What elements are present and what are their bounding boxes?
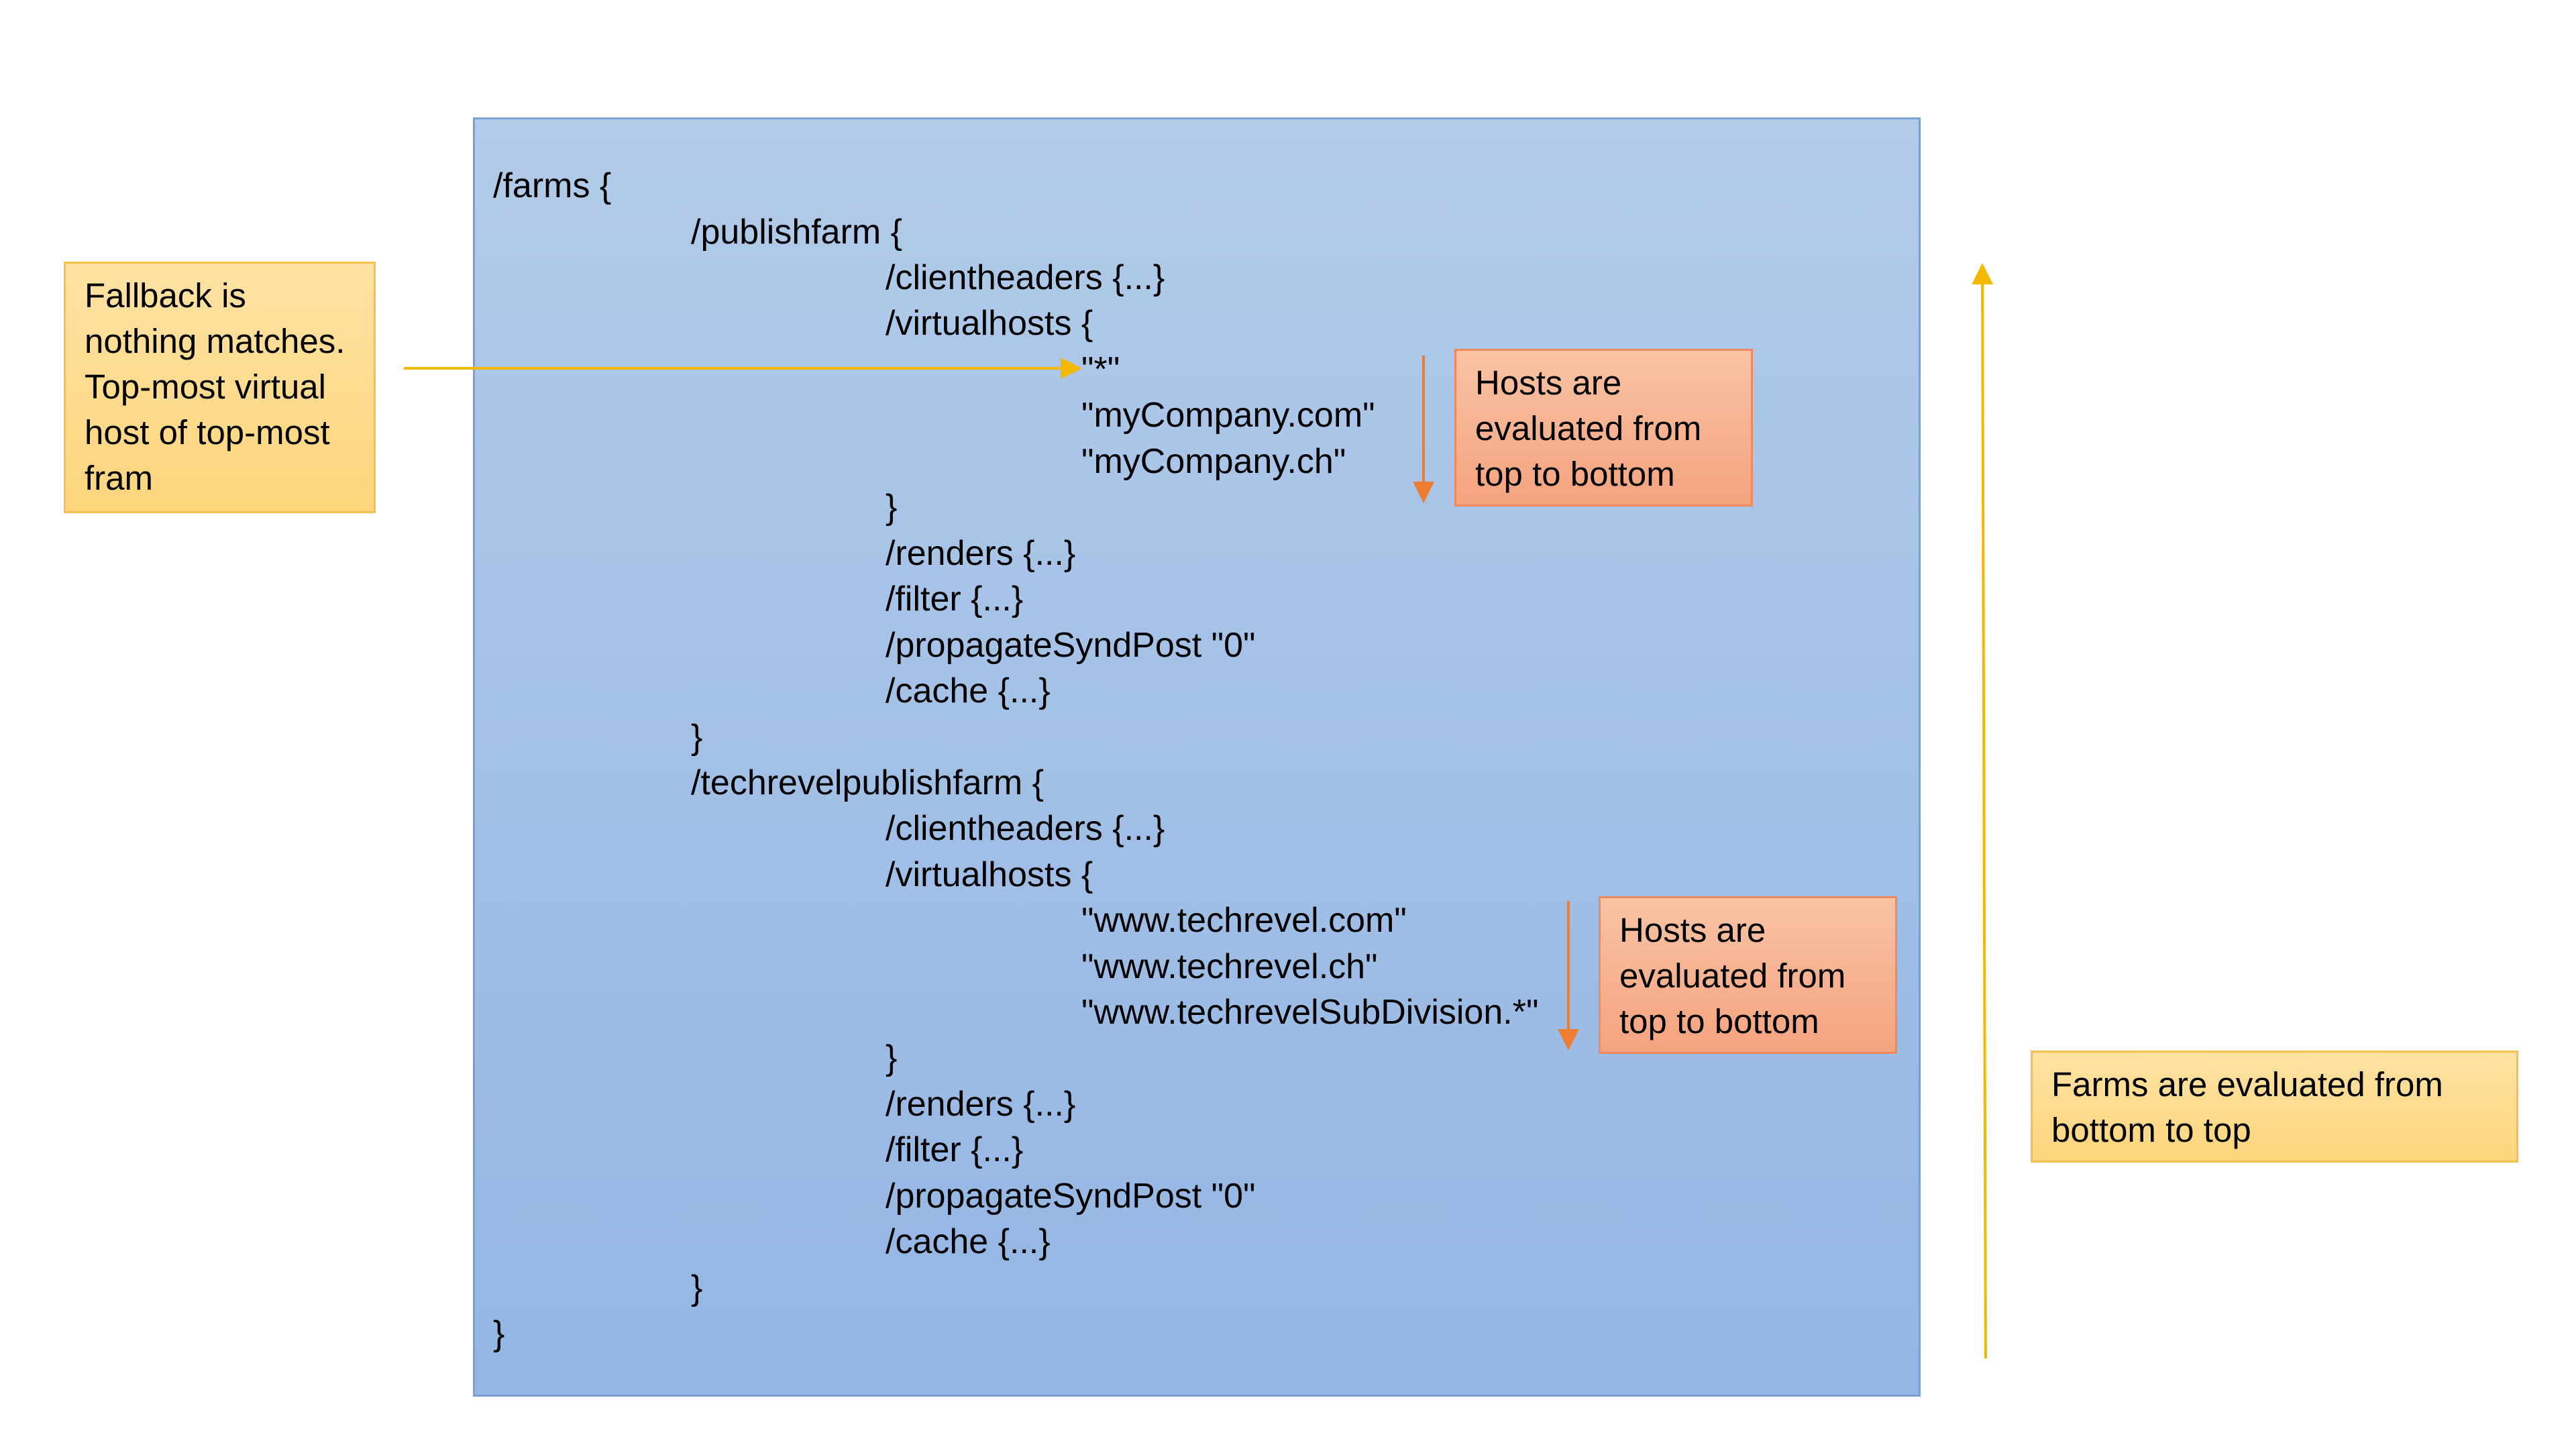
hosts-order-note-2-line-2: evaluated from: [1619, 957, 1846, 995]
fallback-note: Fallback is nothing matches. Top-most vi…: [64, 262, 376, 513]
fallback-note-line-5: fram: [85, 459, 153, 497]
code-line-filter-2: /filter {...}: [885, 1130, 1024, 1169]
code-line-techrevelpublishfarm-open: /techrevelpublishfarm {: [691, 763, 1044, 802]
code-line-host-mycompany-com: "myCompany.com": [1081, 396, 1375, 435]
hosts-order-note-1-line-3: top to bottom: [1475, 455, 1675, 493]
code-line-cache: /cache {...}: [885, 672, 1051, 710]
code-line-host-mycompany-ch: "myCompany.ch": [1081, 442, 1346, 481]
code-line-host-techrevel-subdivision: "www.techrevelSubDivision.*": [1081, 993, 1539, 1032]
code-line-clientheaders-2: /clientheaders {...}: [885, 809, 1165, 848]
code-line-host-wildcard: "*": [1081, 350, 1120, 389]
fallback-note-line-1: Fallback is: [85, 276, 246, 315]
hosts-order-note-2-line-3: top to bottom: [1619, 1002, 1819, 1040]
code-line-renders-2: /renders {...}: [885, 1085, 1076, 1124]
code-line-host-techrevel-com: "www.techrevel.com": [1081, 901, 1407, 940]
fallback-note-line-2: nothing matches.: [85, 322, 345, 360]
fallback-note-line-4: host of top-most: [85, 413, 330, 451]
code-line-publishfarm-close: }: [691, 718, 703, 757]
code-line-cache-2: /cache {...}: [885, 1222, 1051, 1261]
hosts-order-note-2: Hosts are evaluated from top to bottom: [1599, 896, 1897, 1054]
code-line-propagatesyndpost-2: /propagateSyndPost "0": [885, 1177, 1256, 1216]
code-line-host-techrevel-ch: "www.techrevel.ch": [1081, 947, 1378, 986]
hosts-order-note-1: Hosts are evaluated from top to bottom: [1454, 349, 1753, 506]
code-line-farms-open: /farms {: [493, 166, 612, 205]
config-panel: [473, 117, 1921, 1397]
code-line-propagatesyndpost: /propagateSyndPost "0": [885, 626, 1256, 665]
hosts-order-note-1-line-2: evaluated from: [1475, 409, 1702, 447]
code-line-virtualhosts-open: /virtualhosts {: [885, 304, 1093, 343]
code-line-farms-close: }: [493, 1314, 505, 1353]
code-line-virtualhosts-close-2: }: [885, 1038, 898, 1077]
farms-order-note: Farms are evaluated from bottom to top: [2031, 1051, 2518, 1163]
code-line-renders: /renders {...}: [885, 534, 1076, 573]
hosts-order-note-1-line-1: Hosts are: [1475, 364, 1622, 402]
code-line-clientheaders: /clientheaders {...}: [885, 258, 1165, 297]
hosts-order-note-2-line-1: Hosts are: [1619, 911, 1766, 949]
farms-order-arrow: [1972, 263, 1994, 1359]
code-line-virtualhosts-close: }: [885, 488, 898, 527]
farms-order-note-line-1: Farms are evaluated from: [2051, 1065, 2443, 1104]
code-line-publishfarm-open: /publishfarm {: [691, 213, 903, 252]
code-line-virtualhosts-open-2: /virtualhosts {: [885, 855, 1093, 894]
code-line-filter: /filter {...}: [885, 580, 1024, 619]
fallback-note-line-3: Top-most virtual: [85, 368, 326, 406]
farms-order-note-line-2: bottom to top: [2051, 1111, 2251, 1149]
code-line-techrevelpublishfarm-close: }: [691, 1269, 703, 1307]
